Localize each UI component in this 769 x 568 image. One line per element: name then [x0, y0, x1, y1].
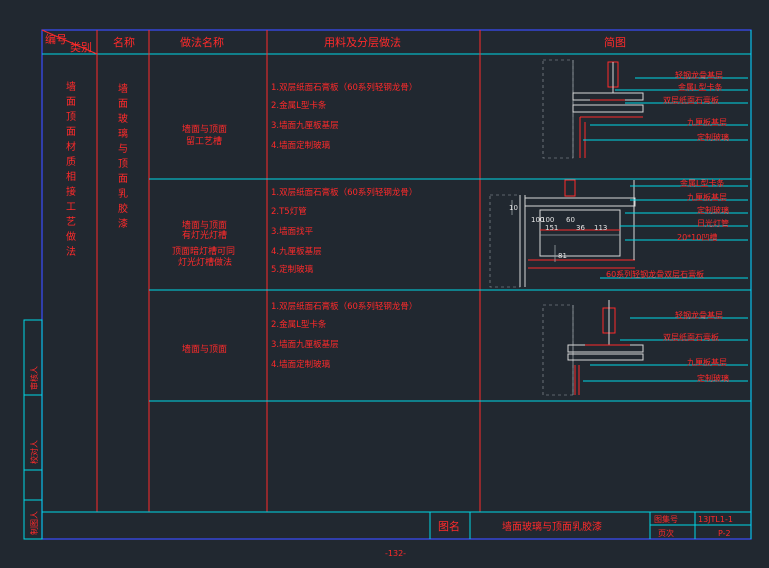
svg-text:工: 工 — [66, 202, 76, 213]
row-3-method: 墙面与顶面 — [182, 343, 227, 355]
svg-text:墙: 墙 — [66, 80, 76, 93]
row-3-callouts: 轻钢龙骨基层 双层纸面石膏板 九厘板基层 定制玻璃 — [663, 310, 729, 383]
sidebar-label-reviewer: 审核人 — [29, 366, 39, 390]
svg-text:顶面暗灯槽可同: 顶面暗灯槽可同 — [172, 245, 235, 257]
svg-text:81: 81 — [558, 252, 567, 260]
header-method-name: 做法名称 — [180, 35, 224, 49]
name-vertical-text: 墙 面 玻 璃 与 顶 面 乳 胶 漆 — [118, 82, 128, 230]
outer-frame — [41, 29, 752, 540]
svg-text:漆: 漆 — [118, 217, 128, 230]
svg-text:面: 面 — [118, 174, 128, 185]
svg-text:九厘板基层: 九厘板基层 — [687, 192, 727, 202]
svg-text:金属L型卡条: 金属L型卡条 — [678, 82, 722, 92]
svg-text:轻钢龙骨基层: 轻钢龙骨基层 — [675, 70, 723, 80]
header-code: 编号 — [45, 32, 67, 46]
svg-text:与: 与 — [118, 143, 128, 155]
svg-text:60系列轻钢龙骨双层石膏板: 60系列轻钢龙骨双层石膏板 — [606, 269, 704, 279]
svg-text:20*10凹槽: 20*10凹槽 — [677, 232, 717, 242]
row-2-materials: 1.双层纸面石膏板（60系列轻钢龙骨） 2.T5灯管 3.墙面找平 4.九厘板基… — [271, 187, 417, 275]
row-1-diagram — [542, 59, 748, 159]
row-1-callouts: 轻钢龙骨基层 金属L型卡条 双层纸面石膏板 九厘板基层 定制玻璃 — [663, 70, 729, 142]
svg-text:4.九厘板基层: 4.九厘板基层 — [271, 246, 322, 257]
svg-text:玻: 玻 — [118, 112, 128, 125]
row-1-method: 墙面与顶面 留工艺槽 — [182, 123, 227, 147]
footer-title-label: 图名 — [438, 519, 460, 533]
sidebar-label-checker: 校对人 — [29, 440, 39, 464]
footer-title: 墙面玻璃与顶面乳胶漆 — [502, 520, 602, 533]
svg-text:墙面与顶面: 墙面与顶面 — [182, 123, 227, 135]
row-2-method: 墙面与顶面 有灯光灯槽 顶面暗灯槽可同 灯光灯槽做法 — [172, 219, 235, 268]
header-name: 名称 — [113, 35, 135, 49]
svg-text:定制玻璃: 定制玻璃 — [697, 373, 729, 383]
header-diagram: 简图 — [604, 35, 626, 49]
category-vertical-text: 墙 面 顶 面 材 质 相 接 工 艺 做 法 — [66, 80, 76, 258]
svg-text:2.金属L型卡条: 2.金属L型卡条 — [271, 100, 327, 111]
svg-text:相: 相 — [66, 170, 76, 183]
svg-text:151: 151 — [545, 224, 558, 232]
svg-text:2.金属L型卡条: 2.金属L型卡条 — [271, 319, 327, 330]
svg-text:日光灯管: 日光灯管 — [697, 218, 729, 228]
svg-text:36: 36 — [576, 224, 585, 232]
svg-text:质: 质 — [66, 156, 76, 168]
svg-text:3.墙面找平: 3.墙面找平 — [271, 226, 314, 237]
svg-text:璃: 璃 — [118, 127, 128, 140]
row-1-materials: 1.双层纸面石膏板（60系列轻钢龙骨） 2.金属L型卡条 3.墙面九厘板基层 4… — [271, 82, 417, 151]
svg-text:3.墙面九厘板基层: 3.墙面九厘板基层 — [271, 120, 339, 131]
svg-text:轻钢龙骨基层: 轻钢龙骨基层 — [675, 310, 723, 320]
svg-text:60: 60 — [566, 216, 575, 224]
svg-text:胶: 胶 — [118, 202, 128, 215]
svg-text:1.双层纸面石膏板（60系列轻钢龙骨）: 1.双层纸面石膏板（60系列轻钢龙骨） — [271, 82, 417, 93]
svg-text:4.墙面定制玻璃: 4.墙面定制玻璃 — [271, 359, 331, 370]
svg-text:艺: 艺 — [66, 216, 76, 228]
svg-text:做: 做 — [66, 230, 76, 243]
row-2-diagram — [489, 179, 748, 288]
svg-text:九厘板基层: 九厘板基层 — [687, 117, 727, 127]
svg-text:100: 100 — [531, 216, 544, 224]
svg-text:定制玻璃: 定制玻璃 — [697, 205, 729, 215]
svg-text:墙面与顶面: 墙面与顶面 — [182, 219, 227, 231]
svg-text:材: 材 — [66, 140, 76, 153]
row-3-materials: 1.双层纸面石膏板（60系列轻钢龙骨） 2.金属L型卡条 3.墙面九厘板基层 4… — [271, 301, 417, 370]
row-3-diagram — [542, 300, 748, 396]
svg-text:面: 面 — [66, 97, 76, 108]
sidebar-label-drafter: 制图人 — [29, 511, 39, 535]
svg-text:灯光灯槽做法: 灯光灯槽做法 — [178, 256, 232, 268]
header-materials: 用料及分层做法 — [324, 35, 401, 49]
footer-set-label: 图集号 — [654, 514, 678, 524]
svg-text:金属L型卡条: 金属L型卡条 — [680, 178, 724, 188]
svg-text:顶: 顶 — [66, 111, 76, 123]
svg-text:10: 10 — [509, 204, 518, 212]
svg-text:2.T5灯管: 2.T5灯管 — [271, 206, 307, 217]
svg-text:113: 113 — [594, 224, 607, 232]
svg-text:5.定制玻璃: 5.定制玻璃 — [271, 264, 314, 275]
svg-text:1.双层纸面石膏板（60系列轻钢龙骨）: 1.双层纸面石膏板（60系列轻钢龙骨） — [271, 301, 417, 312]
footer-set-value: 13JTL1-1 — [698, 515, 733, 524]
footer-page-label: 页次 — [658, 528, 674, 538]
svg-text:双层纸面石膏板: 双层纸面石膏板 — [663, 332, 719, 342]
svg-text:墙: 墙 — [118, 82, 128, 95]
svg-text:1.双层纸面石膏板（60系列轻钢龙骨）: 1.双层纸面石膏板（60系列轻钢龙骨） — [271, 187, 417, 198]
svg-text:乳: 乳 — [118, 187, 128, 200]
page-number: -132- — [385, 549, 406, 558]
svg-text:100: 100 — [541, 216, 554, 224]
svg-text:法: 法 — [66, 245, 76, 258]
svg-text:面: 面 — [66, 127, 76, 138]
svg-text:定制玻璃: 定制玻璃 — [697, 132, 729, 142]
svg-text:墙面与顶面: 墙面与顶面 — [182, 343, 227, 355]
svg-text:九厘板基层: 九厘板基层 — [687, 357, 727, 367]
header-category: 类别 — [70, 40, 92, 54]
svg-text:4.墙面定制玻璃: 4.墙面定制玻璃 — [271, 140, 331, 151]
svg-text:有灯光灯槽: 有灯光灯槽 — [182, 229, 227, 241]
footer-page-value: P-2 — [718, 529, 731, 538]
svg-text:3.墙面九厘板基层: 3.墙面九厘板基层 — [271, 339, 339, 350]
svg-text:面: 面 — [118, 99, 128, 110]
svg-text:留工艺槽: 留工艺槽 — [186, 135, 222, 147]
row-2-dimensions: 10 100 36 113 151 81 60 100 — [509, 204, 607, 260]
row-2-callouts: 金属L型卡条 九厘板基层 定制玻璃 日光灯管 20*10凹槽 60系列轻钢龙骨双… — [606, 178, 729, 279]
svg-text:顶: 顶 — [118, 158, 128, 170]
svg-text:接: 接 — [66, 185, 76, 198]
svg-text:双层纸面石膏板: 双层纸面石膏板 — [663, 95, 719, 105]
